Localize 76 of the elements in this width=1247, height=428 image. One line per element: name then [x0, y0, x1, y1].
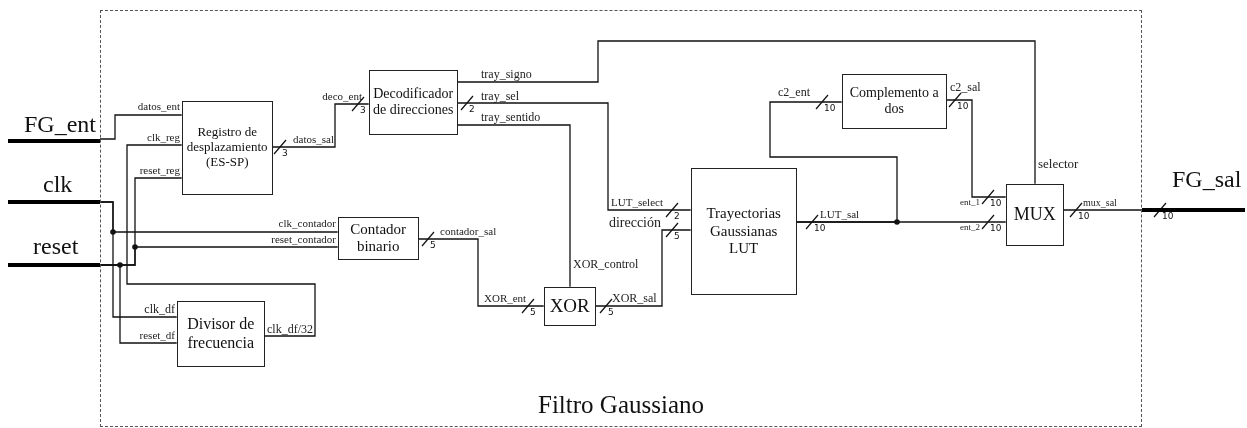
- wire: [457, 102, 692, 211]
- signal-name: XOR_ent: [484, 293, 527, 304]
- signal-name: deco_ent: [322, 91, 362, 102]
- signal-name: contador_sal: [440, 226, 497, 237]
- system-boundary: [100, 10, 1142, 427]
- signal-name: ent_2: [960, 223, 980, 232]
- wire: [796, 221, 1007, 223]
- signal-name: clk_df: [144, 303, 175, 315]
- signal-name: c2_sal: [950, 81, 981, 93]
- signal-name: tray_signo: [481, 68, 532, 80]
- block-label: Trayectorias Gaussianas LUT: [705, 205, 782, 258]
- bus-width: 2: [674, 212, 680, 221]
- port-label: FG_ent: [24, 112, 96, 136]
- signal-name: reset_reg: [139, 165, 180, 176]
- bus-width: 10: [1162, 212, 1174, 221]
- wire: [418, 238, 545, 307]
- bus-width: 5: [530, 308, 536, 317]
- block-box: [543, 286, 596, 326]
- bus-width: 10: [990, 199, 1002, 208]
- bus-width: 3: [282, 149, 288, 158]
- signal-name: clk_contador: [278, 218, 336, 229]
- signal-name: selector: [1038, 157, 1079, 170]
- block-label: Divisor de frecuencia: [186, 315, 256, 353]
- block-box: [181, 100, 273, 195]
- signal-name: datos_ent: [137, 101, 180, 112]
- block-label: Complemento a dos: [848, 85, 940, 118]
- wire: [272, 103, 370, 148]
- bus-width: 10: [1078, 212, 1090, 221]
- signal-name: c2_ent: [778, 86, 810, 98]
- signal-name: mux_sal: [1083, 198, 1117, 208]
- signal-name: datos_sal: [293, 134, 334, 145]
- block-box: [368, 69, 458, 135]
- signal-name: reset_df: [139, 330, 175, 341]
- block-box: [1005, 183, 1064, 246]
- signal-name: clk_df/32: [267, 323, 313, 335]
- wire: [595, 229, 692, 307]
- signal-name: reset_contador: [271, 234, 336, 245]
- wire: [99, 114, 183, 140]
- block-box: [841, 73, 947, 129]
- bus-width: 10: [957, 102, 969, 111]
- signal-name: dirección: [608, 216, 661, 230]
- bus-width: 5: [674, 232, 680, 241]
- bus-width: 3: [360, 106, 366, 115]
- block-label: Registro de desplazamiento (ES-SP): [185, 125, 269, 171]
- wire: [99, 177, 183, 266]
- wire: [946, 99, 1007, 198]
- block-box: [690, 167, 797, 295]
- port-label: FG_sal: [1172, 167, 1242, 191]
- block-box: [176, 300, 265, 367]
- wire: [99, 201, 339, 233]
- bus-width: 10: [824, 104, 836, 113]
- signal-name: LUT_select: [611, 197, 663, 208]
- signal-name: ent_1: [960, 198, 980, 207]
- signal-name: tray_sel: [481, 90, 519, 102]
- signal-name: tray_sentido: [481, 111, 541, 123]
- wire: [1063, 209, 1143, 211]
- block-label: MUX: [1013, 204, 1056, 226]
- wire: [457, 40, 1036, 185]
- port-label: clk: [43, 172, 73, 196]
- block-label: XOR: [549, 295, 590, 318]
- signal-name: XOR_control: [573, 258, 639, 270]
- wire: [126, 144, 316, 337]
- bus-width: 10: [814, 224, 826, 233]
- system-title: Filtro Gaussiano: [537, 391, 705, 420]
- signal-name: LUT_sal: [820, 209, 860, 220]
- bus-width: 2: [469, 105, 475, 114]
- signal-name: clk_reg: [147, 132, 180, 143]
- signal-name: XOR_sal: [612, 292, 657, 304]
- block-label: Contador binario: [349, 220, 408, 256]
- bus-width: 10: [990, 224, 1002, 233]
- bus-width: 5: [430, 241, 436, 250]
- port-label: reset: [33, 234, 79, 258]
- block-label: Decodificador de direcciones: [371, 86, 455, 119]
- bus-width: 5: [608, 308, 614, 317]
- block-box: [337, 216, 419, 260]
- wire: [457, 124, 571, 288]
